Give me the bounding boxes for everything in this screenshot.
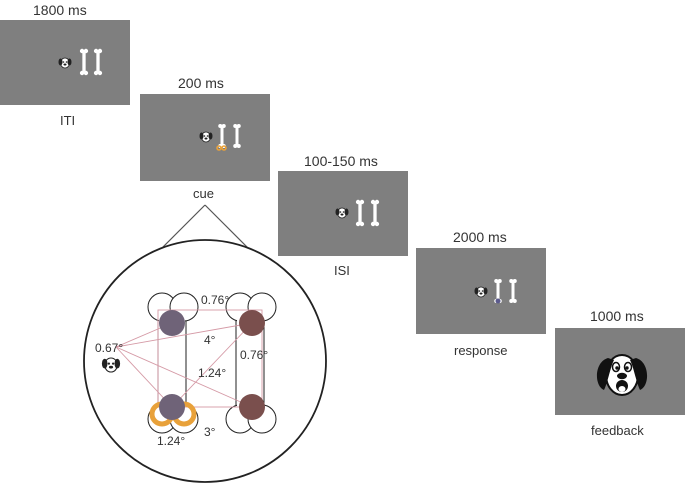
feedback-label: feedback	[591, 423, 644, 438]
zoom-guides	[115, 309, 263, 408]
feedback-duration: 1000 ms	[590, 308, 644, 324]
label-diag: 4°	[204, 333, 216, 347]
label-bottom-gap: 3°	[204, 425, 216, 439]
cue-bone-left-icon	[218, 124, 226, 148]
iti-label: ITI	[60, 113, 76, 128]
isi-label: ISI	[334, 263, 350, 278]
zoom-target-bottom-left	[159, 394, 185, 420]
label-dog-size: 0.67°	[95, 341, 123, 355]
feedback-dog-icon	[596, 354, 648, 396]
response-bone-right-icon	[509, 279, 517, 303]
zoom-target-top-left	[159, 310, 185, 336]
isi-bone-right-icon	[370, 199, 380, 227]
iti-bone-right-icon	[93, 48, 103, 76]
cue-dog-icon	[199, 131, 213, 143]
label-inner-width: 1.24°	[198, 366, 226, 380]
cue-bone-right-icon	[233, 124, 241, 148]
label-top-gap: 0.76°	[201, 293, 229, 307]
response-dot-icon	[495, 298, 501, 304]
label-bottom-width: 1.24°	[157, 434, 185, 448]
zoom-target-top-right	[239, 310, 265, 336]
isi-dog-icon	[335, 207, 349, 219]
isi-duration: 100-150 ms	[304, 153, 378, 169]
cue-ring-icon	[216, 145, 227, 151]
iti-dog-icon	[58, 57, 72, 69]
zoom-target-bottom-right	[239, 394, 265, 420]
iti-bone-left-icon	[79, 48, 89, 76]
response-dog-icon	[474, 286, 488, 298]
isi-bone-left-icon	[355, 199, 365, 227]
cue-label: cue	[193, 186, 214, 201]
cue-duration: 200 ms	[178, 75, 224, 91]
label-right-gap: 0.76°	[240, 348, 268, 362]
zoom-circle	[83, 239, 327, 483]
iti-duration: 1800 ms	[33, 2, 87, 18]
response-label: response	[454, 343, 508, 358]
response-duration: 2000 ms	[453, 229, 507, 245]
